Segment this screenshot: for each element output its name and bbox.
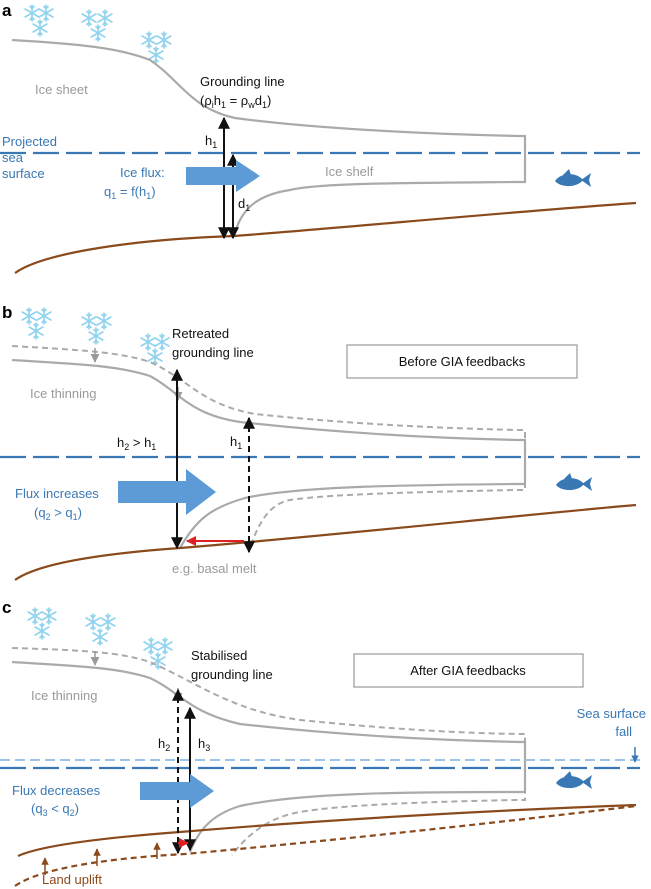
snowflake-icon bbox=[157, 637, 173, 655]
projected-sea-surface-label-2: sea bbox=[2, 150, 24, 165]
stabilised-gl-label-2: grounding line bbox=[191, 667, 273, 682]
snowflake-icon bbox=[92, 628, 108, 646]
ice-thinning-label-b: Ice thinning bbox=[30, 386, 97, 401]
fish-icon bbox=[555, 169, 591, 187]
ice-shelf-label: Ice shelf bbox=[325, 164, 374, 179]
snowflake-icon bbox=[24, 4, 40, 22]
snowflake-icon bbox=[88, 327, 104, 345]
snowflake-icon bbox=[97, 9, 113, 27]
snowflake-icon bbox=[81, 312, 97, 330]
panel-a: a Ice sheet Grounding line (ρih1 = ρwd1)… bbox=[0, 1, 640, 274]
after-gia-label: After GIA feedbacks bbox=[410, 663, 526, 678]
flux-decreases-equation: (q3 < q2) bbox=[31, 801, 79, 818]
fish-icon bbox=[556, 473, 592, 491]
flux-increases-label: Flux increases bbox=[15, 486, 99, 501]
snowflake-icon bbox=[28, 322, 44, 340]
ice-flux-equation: q1 = f(h1) bbox=[104, 184, 156, 201]
h1-label-a: h1 bbox=[205, 133, 217, 150]
snowflake-icon bbox=[154, 333, 170, 351]
retreated-gl-label-2: grounding line bbox=[172, 345, 254, 360]
snowflakes-a bbox=[24, 4, 172, 64]
panel-a-label: a bbox=[2, 1, 12, 20]
snowflake-icon bbox=[27, 607, 43, 625]
stabilised-gl-label-1: Stabilised bbox=[191, 648, 247, 663]
snowflake-icon bbox=[81, 9, 97, 27]
projected-sea-surface-label-1: Projected bbox=[2, 134, 57, 149]
flux-decreases-label: Flux decreases bbox=[12, 783, 101, 798]
original-ice-profile-b bbox=[11, 345, 526, 551]
snowflake-icon bbox=[96, 312, 112, 330]
sea-surface-fall-label-2: fall bbox=[615, 724, 632, 739]
flux-increase-arrow-b bbox=[118, 469, 216, 515]
snowflake-icon bbox=[90, 24, 106, 42]
after-gia-box bbox=[353, 653, 584, 688]
h2-gt-h1-label: h2 > h1 bbox=[117, 435, 156, 452]
snowflake-icon bbox=[21, 307, 37, 325]
ice-sheet-label: Ice sheet bbox=[35, 82, 88, 97]
flux-increases-equation: (q2 > q1) bbox=[34, 505, 82, 522]
snowflake-icon bbox=[41, 607, 57, 625]
snowflake-icon bbox=[147, 348, 163, 366]
bed-a bbox=[14, 201, 637, 274]
flux-decrease-arrow-c bbox=[140, 774, 214, 808]
snowflake-icon bbox=[34, 622, 50, 640]
ice-flux-arrow-a bbox=[186, 160, 260, 192]
snowflake-icon bbox=[156, 31, 172, 49]
land-uplift-label: Land uplift bbox=[42, 872, 102, 887]
land-uplift-arrows bbox=[41, 842, 161, 875]
before-gia-label: Before GIA feedbacks bbox=[399, 354, 526, 369]
panel-b: b Before GIA feedbacks Retreated grou bbox=[0, 303, 640, 581]
snowflake-icon bbox=[141, 31, 157, 49]
snowflake-icon bbox=[143, 637, 159, 655]
ice-flux-label: Ice flux: bbox=[120, 165, 165, 180]
h3-label-c: h3 bbox=[198, 736, 210, 753]
snowflakes-c bbox=[27, 607, 173, 670]
panel-c: c bbox=[0, 598, 646, 887]
snowflake-icon bbox=[140, 333, 156, 351]
snowflake-icon bbox=[36, 307, 52, 325]
bed-new-c bbox=[17, 803, 637, 858]
bed-old-c bbox=[14, 804, 637, 887]
fish-icon bbox=[556, 771, 592, 789]
basal-melt-label: e.g. basal melt bbox=[172, 561, 257, 576]
panel-b-label: b bbox=[2, 303, 12, 322]
before-gia-box bbox=[346, 344, 578, 379]
snowflake-icon bbox=[150, 652, 166, 670]
ice-thinning-label-c: Ice thinning bbox=[31, 688, 98, 703]
grounding-line-equation: (ρih1 = ρwd1) bbox=[200, 93, 271, 110]
ice-sheet-surface-a bbox=[11, 38, 527, 237]
stabilised-ice-profile-c bbox=[11, 660, 527, 853]
panel-c-label: c bbox=[2, 598, 11, 617]
projected-sea-surface-label-3: surface bbox=[2, 166, 45, 181]
d1-label-a: d1 bbox=[238, 196, 250, 213]
h1-label-b: h1 bbox=[230, 434, 242, 451]
snowflake-icon bbox=[38, 4, 54, 22]
snowflake-icon bbox=[100, 613, 116, 631]
snowflake-icon bbox=[85, 613, 101, 631]
snowflake-icon bbox=[32, 19, 48, 37]
h2-label-c: h2 bbox=[158, 736, 170, 753]
retreated-gl-label-1: Retreated bbox=[172, 326, 229, 341]
sea-surface-fall-label-1: Sea surface bbox=[577, 706, 646, 721]
bed-b bbox=[14, 503, 637, 581]
grounding-line-label: Grounding line bbox=[200, 74, 285, 89]
